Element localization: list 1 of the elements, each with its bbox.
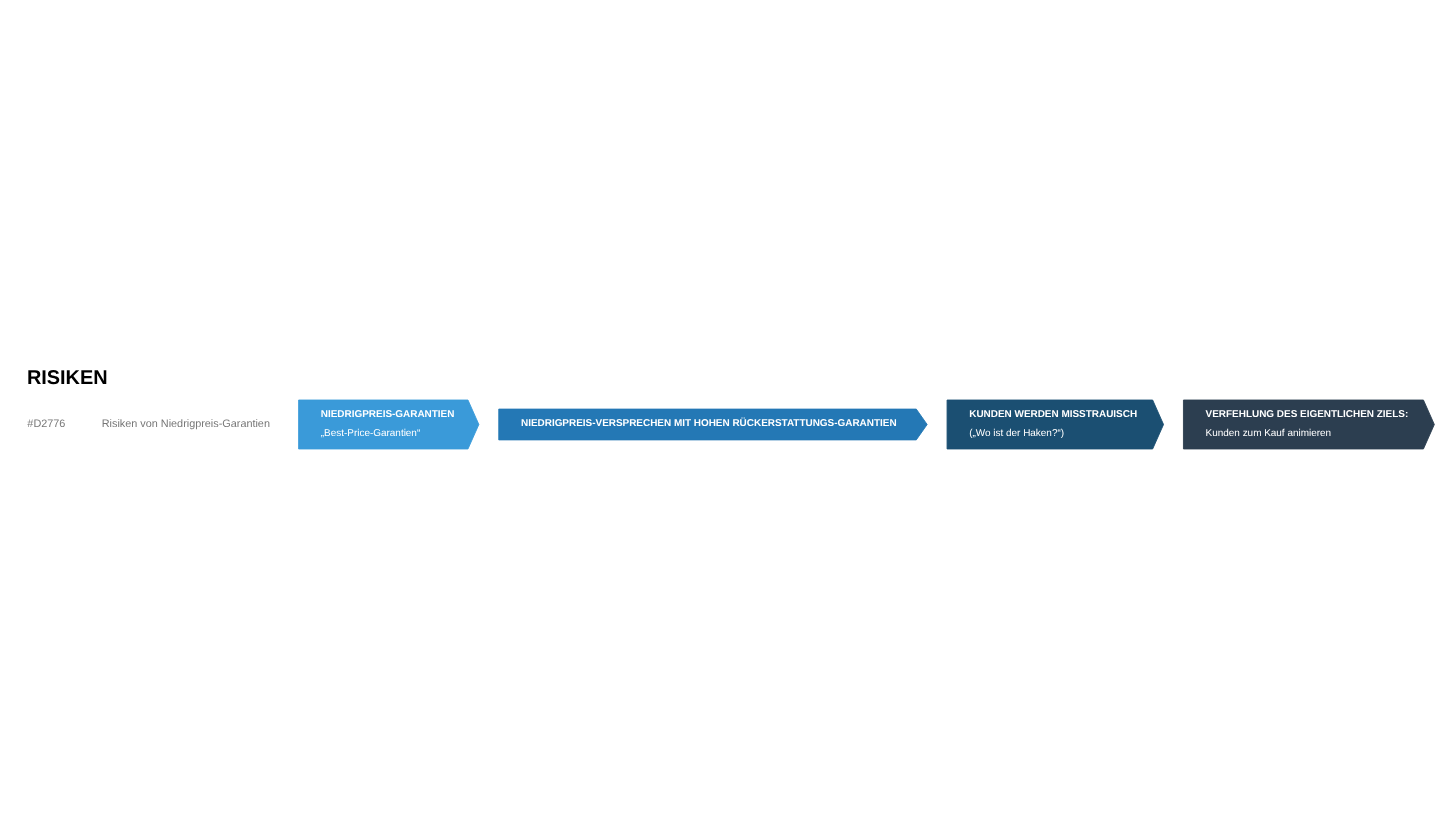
diagram-title: RISIKEN xyxy=(26,367,108,390)
